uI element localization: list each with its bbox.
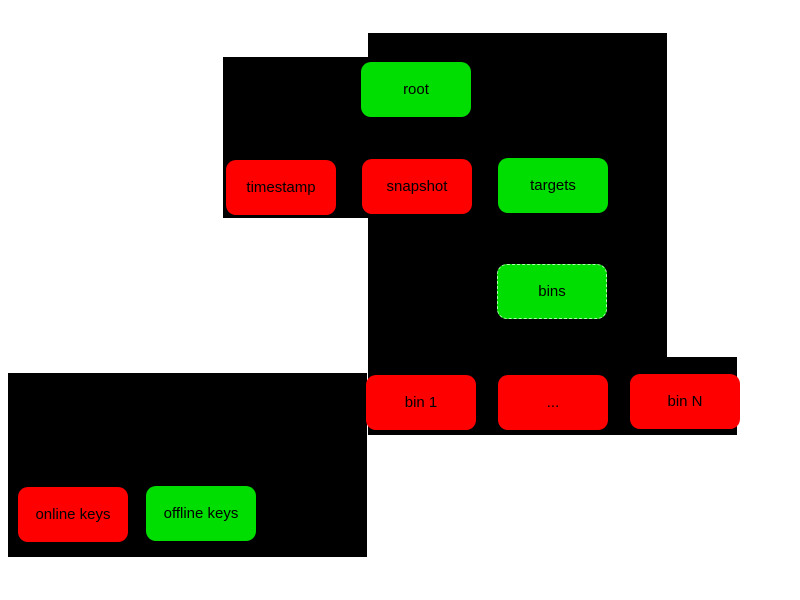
node-root: root: [361, 62, 471, 117]
node-offline-keys: offline keys: [146, 486, 256, 541]
node-snapshot: snapshot: [362, 159, 472, 214]
node-targets: targets: [498, 158, 608, 213]
node-online-keys: online keys: [18, 487, 128, 542]
node-bin-n: bin N: [630, 374, 740, 429]
node-bin-1: bin 1: [366, 375, 476, 430]
node-timestamp: timestamp: [226, 160, 336, 215]
node-bin-ellipsis: ...: [498, 375, 608, 430]
node-bins: bins: [497, 264, 607, 319]
